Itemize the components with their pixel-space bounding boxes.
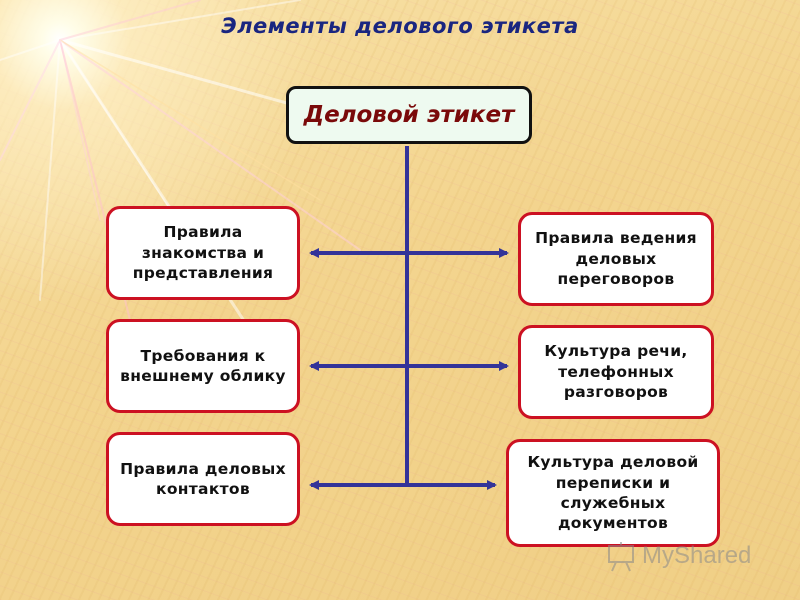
watermark-logo: MyShared (606, 536, 766, 576)
presentation-icon (608, 542, 634, 572)
watermark-text: MyShared (642, 542, 752, 569)
left-node-1: Правила знакомства и представления (106, 206, 300, 300)
left-node-2: Требования к внешнему облику (106, 319, 300, 413)
right-node-1: Правила ведения деловых переговоров (518, 212, 714, 306)
left-node-3: Правила деловых контактов (106, 432, 300, 526)
right-node-2: Культура речи, телефонных разговоров (518, 325, 714, 419)
slide-title: Элементы делового этикета (221, 14, 579, 38)
root-node: Деловой этикет (286, 86, 532, 144)
right-node-3: Культура деловой переписки и служебных д… (506, 439, 720, 547)
